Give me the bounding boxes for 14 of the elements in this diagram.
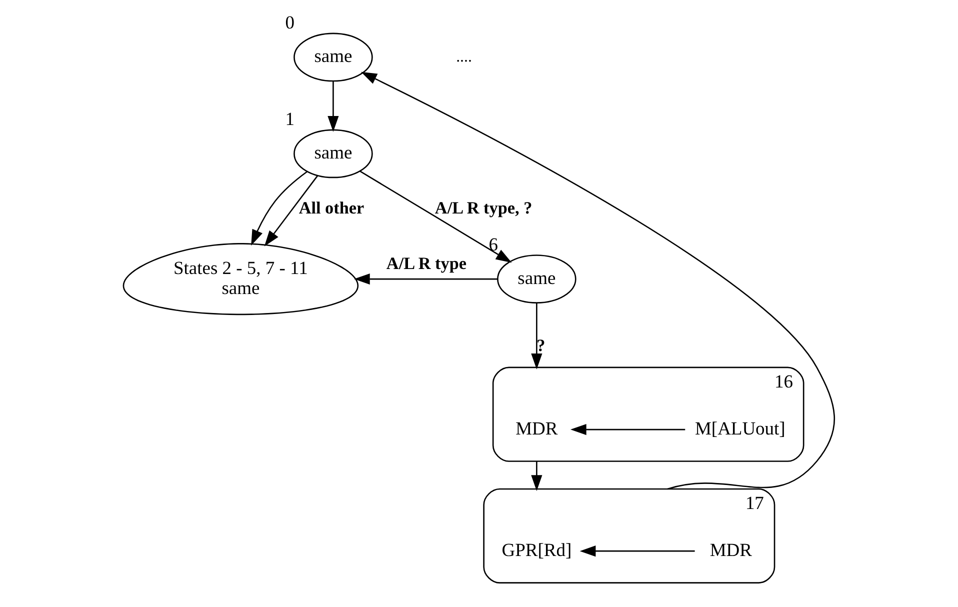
edge-label: All other xyxy=(298,198,364,218)
node-label: 6 xyxy=(488,234,498,254)
edge-label: A/L R type, ? xyxy=(434,198,532,218)
label: .... xyxy=(456,48,472,66)
edge-label: ? xyxy=(536,336,546,355)
node-text: M[ALUout] xyxy=(694,418,786,438)
node-text: GPR[Rd] xyxy=(502,540,572,560)
edge-label: A/L R type xyxy=(386,254,467,274)
node-label: 1 xyxy=(285,108,295,129)
node-label: 16 xyxy=(774,372,794,392)
node-label: 17 xyxy=(745,493,764,514)
node-text: MDR xyxy=(516,418,558,438)
node-text: MDR xyxy=(710,540,752,560)
node-label: 0 xyxy=(285,12,295,32)
